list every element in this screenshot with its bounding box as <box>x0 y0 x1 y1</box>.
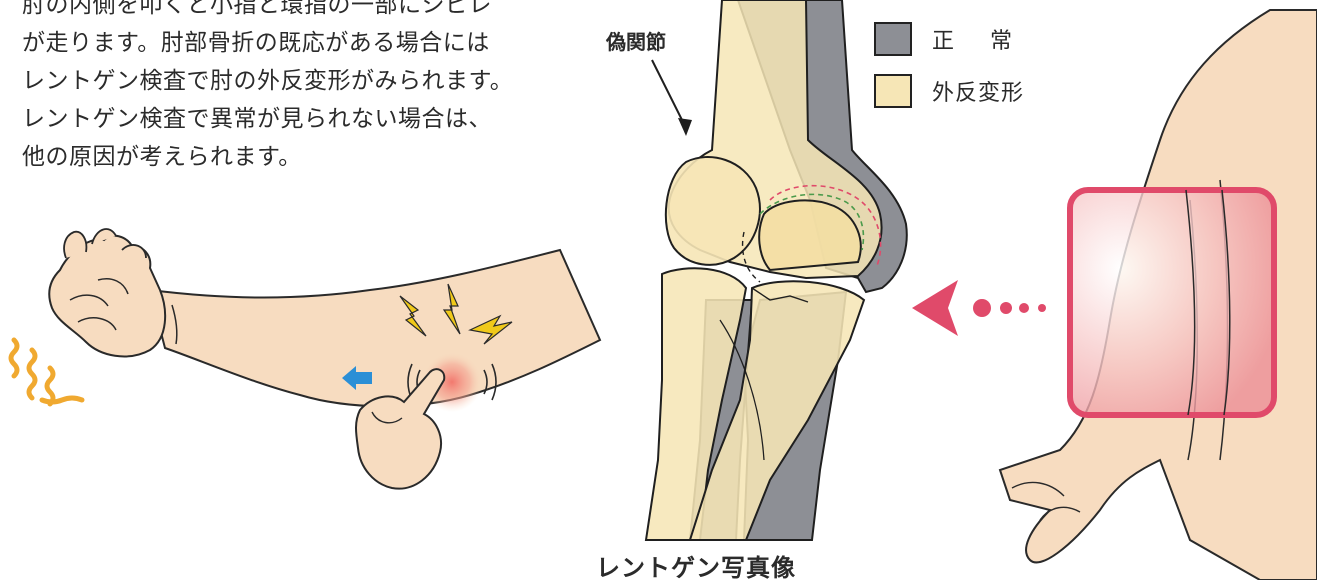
legend-swatch <box>874 74 912 108</box>
xray-caption: レントゲン写真像 <box>596 548 796 580</box>
vibration-icon <box>11 340 82 404</box>
elbow-highlight-box <box>1070 190 1274 415</box>
legend-item-normal: 正常 <box>874 22 1048 56</box>
legend-swatch <box>874 22 912 56</box>
arrow-left-icon <box>912 280 1046 336</box>
legend-label: 正常 <box>932 23 1048 55</box>
legend-item-valgus: 外反変形 <box>874 74 1024 108</box>
tapped-arm-illustration <box>11 229 600 489</box>
legend-label: 外反変形 <box>932 75 1024 107</box>
pseudoarthrosis-label: 偽関節 <box>606 26 666 55</box>
xray-illustration <box>646 0 907 540</box>
